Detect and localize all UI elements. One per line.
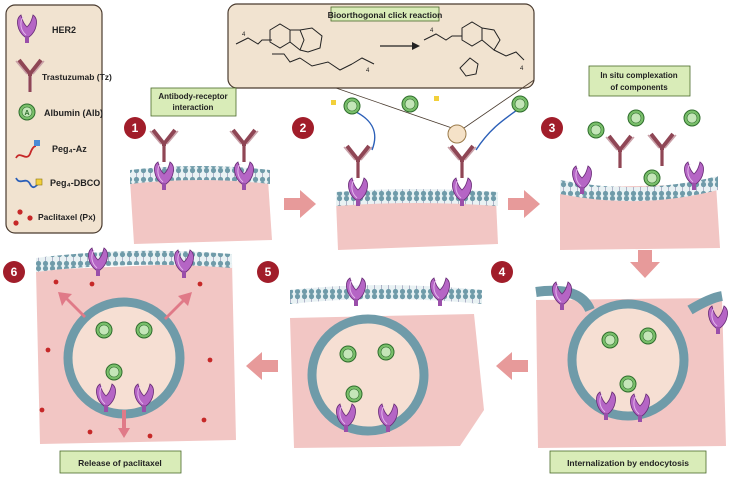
step-number-4: 4 [491,261,513,283]
process-arrow-2-3 [508,190,540,218]
label-in-situ: In situ complexation of components [588,65,691,97]
azide-head-icon [34,140,40,146]
reactant-subscript: 4 [242,32,246,38]
svg-text:of components: of components [610,83,668,92]
endosome [567,299,689,421]
step-number-5: 5 [257,261,279,283]
reactant-subscript: 4 [366,68,370,74]
antibody-icon [148,128,180,164]
cell-step-4 [535,281,728,448]
legend-panel [5,4,103,234]
triazole-product-structure [423,21,525,77]
legend-label: Trastuzumab (Tz) [42,72,112,82]
endosome [307,314,429,436]
legend-item-paclitaxel: Paclitaxel (Px) [13,209,96,226]
her2-icon [430,277,450,307]
step-number-label: 4 [499,265,506,279]
svg-text:In situ complexation: In situ complexation [600,71,677,80]
process-arrow-3-4 [630,250,660,278]
legend-item-albumin: A Albumin (Alb) [18,103,103,121]
albumin-icon [643,169,661,187]
albumin-icon [339,345,357,363]
albumin-icon [627,109,645,127]
cell-step-5 [290,277,484,448]
legend-label: Peg₄-DBCO [50,178,100,188]
process-arrow-4-5 [496,352,528,380]
click-site-highlight [447,124,467,144]
step-number-1: 1 [124,117,146,139]
legend-label: Paclitaxel (Px) [38,212,96,222]
azide-linker-icon [15,145,37,159]
albumin-icon [601,331,619,349]
process-arrow-1-2 [284,190,316,218]
step-number-label: 6 [11,265,18,279]
paclitaxel-released [39,279,213,439]
step-number-6: 6 [3,261,25,283]
cell-step-1 [130,128,272,244]
cell-step-2 [331,95,529,250]
step-number-label: 1 [132,121,139,135]
label-internalization: Internalization by endocytosis [549,450,707,474]
cell-membrane [36,250,232,272]
legend-label: Peg₄-Az [52,144,87,154]
svg-text:Release of paclitaxel: Release of paclitaxel [78,458,162,468]
product-subscript: 4 [520,66,524,72]
svg-text:Internalization by endocytosis: Internalization by endocytosis [567,458,689,468]
product-subscript: 4 [430,28,434,34]
release-arrows [58,292,192,438]
step-number-2: 2 [292,117,314,139]
process-arrow-5-6 [246,352,278,380]
reaction-title-box [330,6,440,22]
dbco-structure [235,23,375,71]
albumin-icon [401,95,419,113]
step-number-3: 3 [541,117,563,139]
step-number-label: 5 [265,265,272,279]
svg-text:Antibody-receptor: Antibody-receptor [158,92,227,101]
click-reaction-panel: Bioorthogonal click reaction 4 4 4 4 [227,3,535,129]
reaction-title: Bioorthogonal click reaction [328,10,443,20]
legend-label: Albumin (Alb) [44,108,103,118]
label-antibody-receptor: Antibody-receptor interaction [150,87,237,117]
albumin-icon [345,385,363,403]
cell-membrane [290,285,482,304]
dbco-linker-icon [15,177,39,189]
step-number-label: 2 [300,121,307,135]
albumin-icon [377,343,395,361]
albumin-icon [683,109,701,127]
cell-step-6 [36,247,236,444]
legend-label: HER2 [52,25,76,35]
reaction-arrow [380,42,420,50]
albumin-icon [343,97,361,115]
legend-item-trastuzumab: Trastuzumab (Tz) [14,58,112,94]
cell-step-3 [560,109,720,250]
step-number-group: 1 2 3 4 5 6 [3,117,563,283]
cell-membrane [560,176,718,202]
antibody-icon [446,144,478,180]
albumin-icon [135,321,153,339]
step-number-label: 3 [549,121,556,135]
legend-item-dbco: Peg₄-DBCO [15,177,100,189]
albumin-icon [105,363,123,381]
svg-text:interaction: interaction [173,103,214,112]
antibody-icon [342,144,374,180]
legend-item-her2: HER2 [17,14,76,44]
antibody-icon [228,128,260,164]
endosome [63,297,185,419]
albumin-letter: A [24,110,29,117]
albumin-icon [511,95,529,113]
albumin-icon [95,321,113,339]
albumin-icon [639,327,657,345]
albumin-icon [587,121,605,139]
paclitaxel-icon [17,209,23,215]
antibody-icon [604,134,636,170]
her2-icon [346,277,366,307]
albumin-icon [619,375,637,393]
label-release: Release of paclitaxel [59,450,182,474]
legend-item-azide: Peg₄-Az [15,140,87,159]
dbco-head-icon [35,178,43,186]
antibody-icon [646,132,678,168]
